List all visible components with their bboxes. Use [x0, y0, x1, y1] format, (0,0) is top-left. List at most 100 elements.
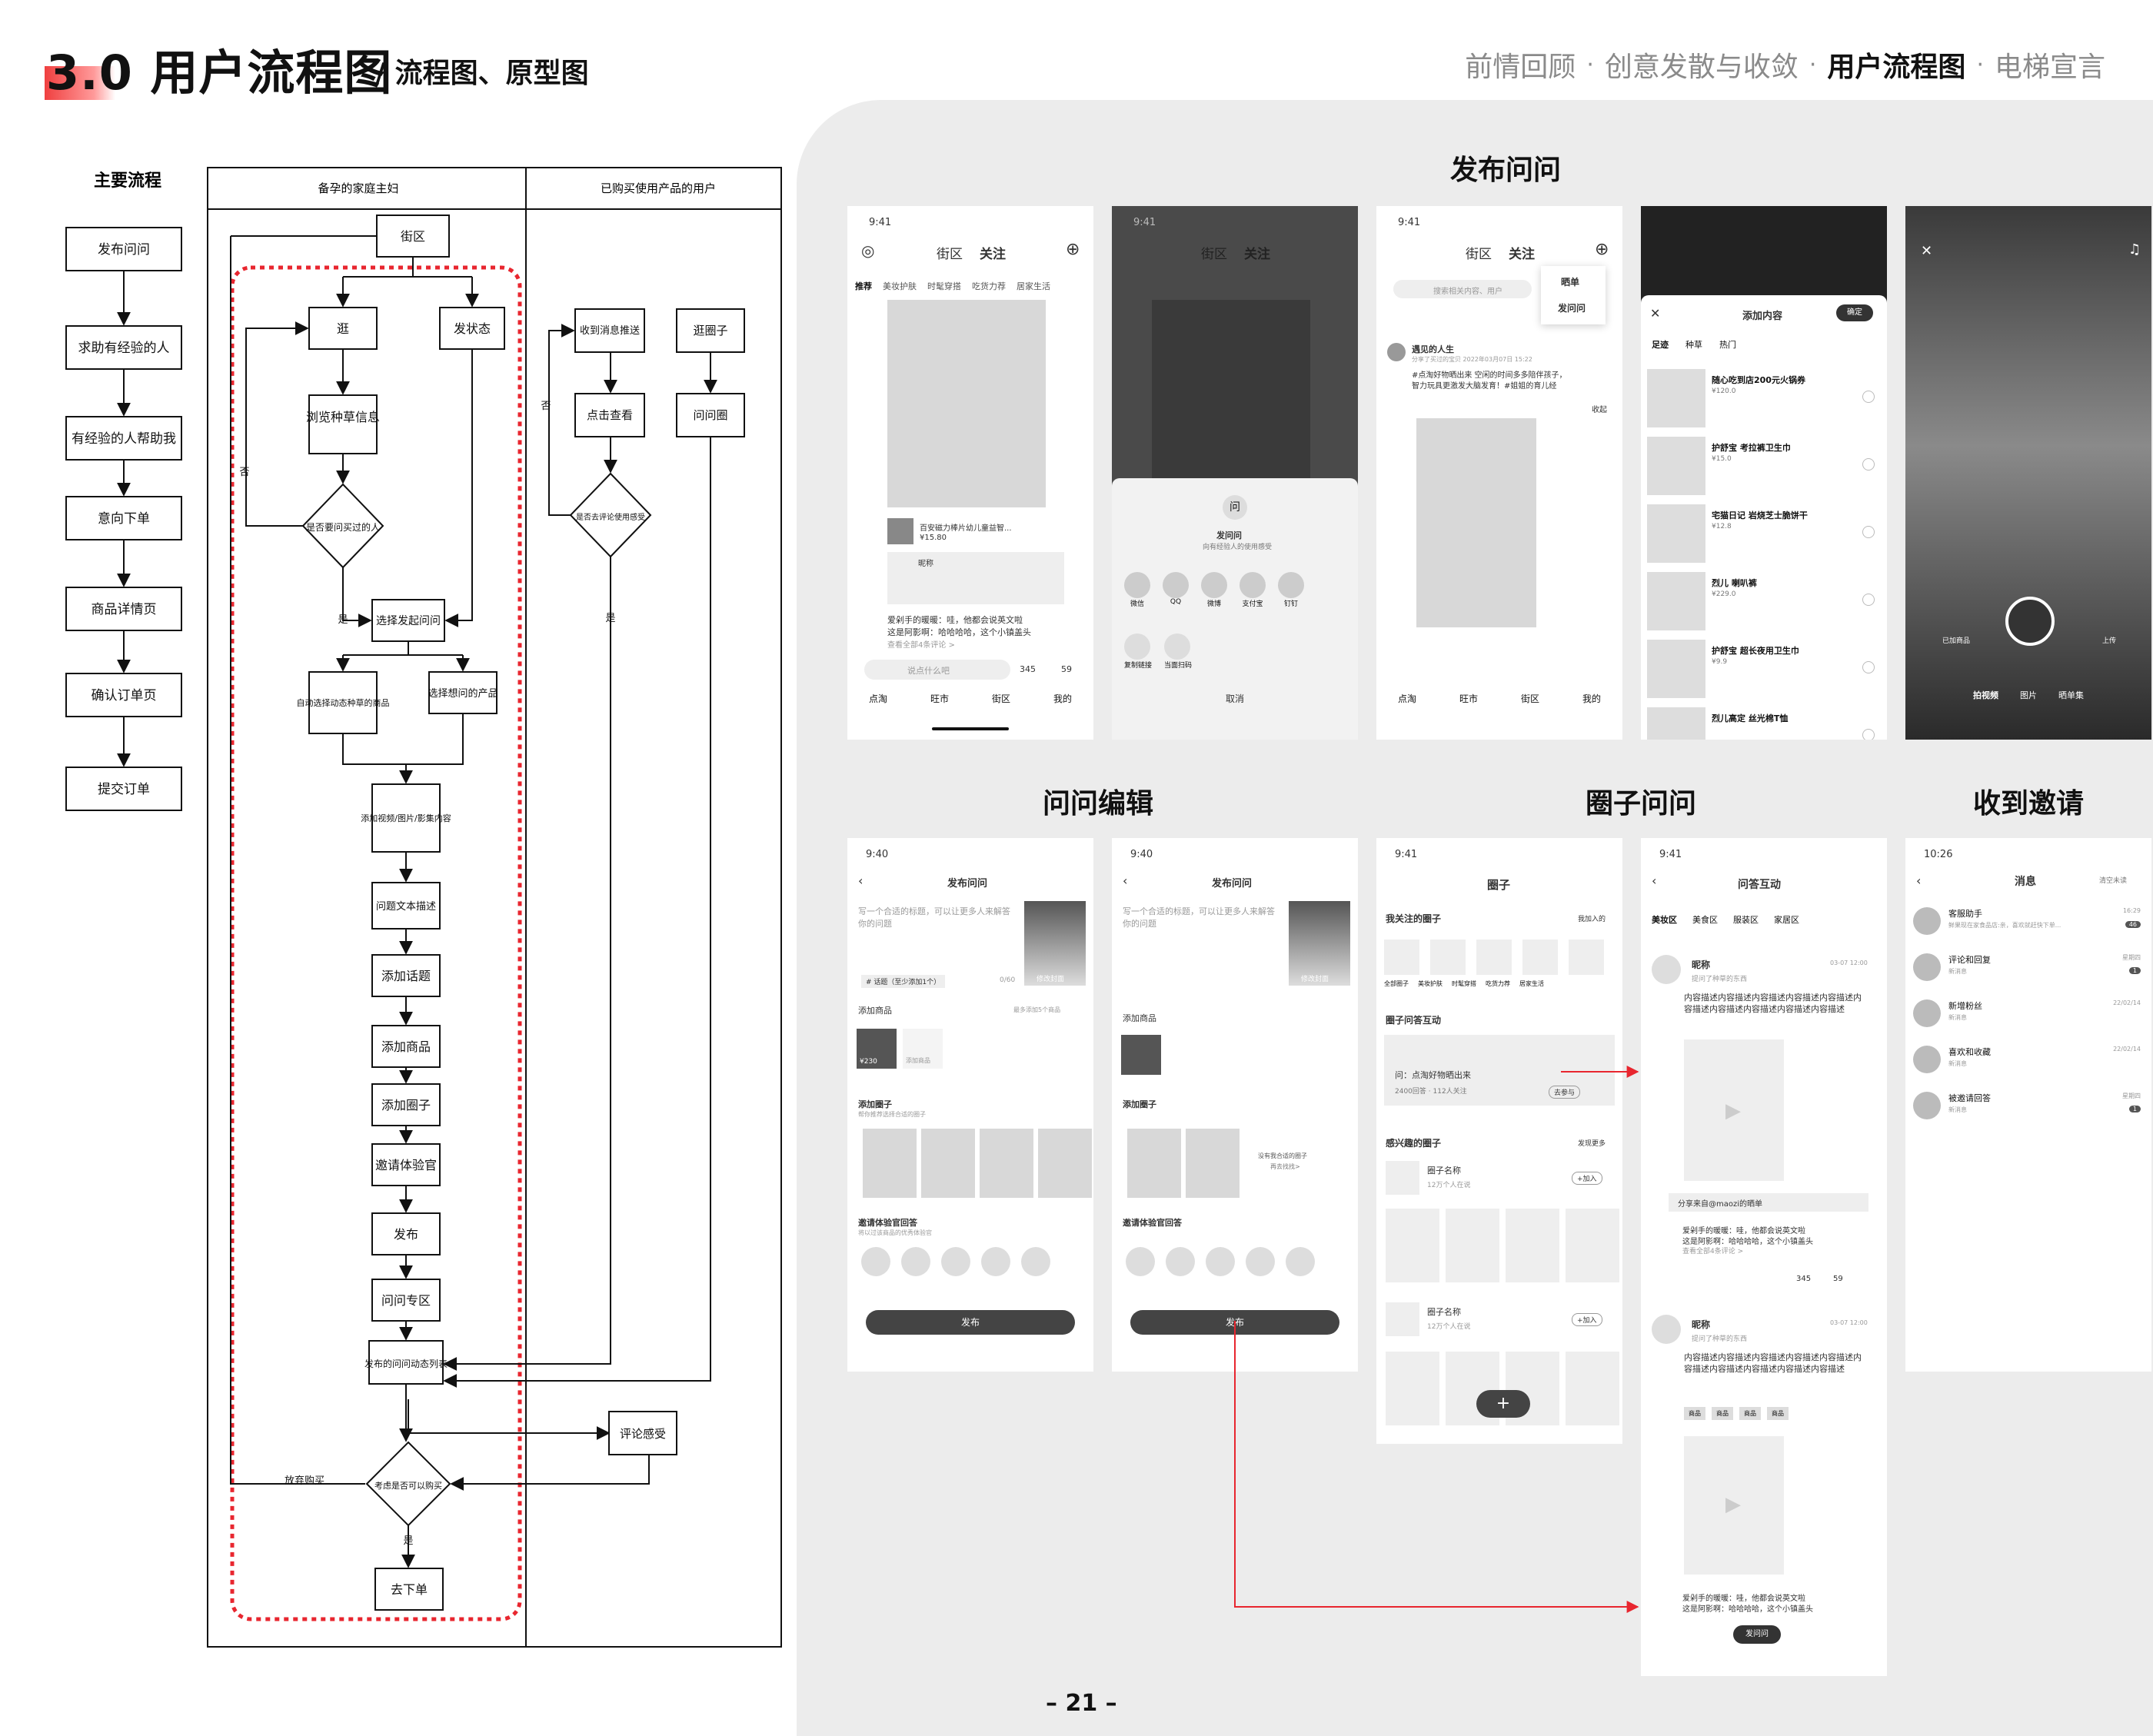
- play-icon[interactable]: ▶: [1725, 1493, 1741, 1516]
- avatar[interactable]: [1652, 955, 1681, 984]
- circle-card[interactable]: [1038, 1129, 1092, 1198]
- popup-fawenwen[interactable]: 发问问: [1558, 303, 1586, 314]
- close-icon[interactable]: ✕: [1921, 243, 1933, 259]
- avatar[interactable]: [1246, 1247, 1275, 1276]
- qa-tab[interactable]: 美妆区: [1652, 915, 1677, 925]
- circle-find-more[interactable]: 发现更多: [1578, 1140, 1606, 1148]
- share-weibo[interactable]: 微博: [1201, 572, 1227, 608]
- circle-join[interactable]: +加入: [1572, 1172, 1602, 1185]
- user-name[interactable]: 遇见的人生: [1412, 344, 1454, 354]
- avatar[interactable]: [941, 1247, 970, 1276]
- publish-button[interactable]: 发布: [866, 1310, 1075, 1335]
- circle-name[interactable]: 圈子名称: [1427, 1307, 1461, 1317]
- qa-tag[interactable]: 商品: [1684, 1407, 1705, 1420]
- circle-joined-link[interactable]: 我加入的: [1578, 916, 1606, 923]
- camera-tab-photo[interactable]: 图片: [2020, 690, 2037, 700]
- qa-nick[interactable]: 昵称: [1692, 959, 1711, 970]
- nav-diantao[interactable]: 点淘: [1397, 693, 1416, 704]
- category-tab[interactable]: 推荐: [855, 281, 872, 291]
- goods-thumb[interactable]: [857, 1029, 897, 1069]
- music-icon[interactable]: ♫: [2128, 241, 2141, 258]
- select-radio[interactable]: [1862, 391, 1875, 403]
- circle-card[interactable]: [921, 1129, 975, 1198]
- circle-join-button[interactable]: 去参与: [1549, 1086, 1581, 1099]
- add-tab[interactable]: 足迹: [1652, 340, 1669, 350]
- qa-tab[interactable]: 服装区: [1733, 915, 1759, 925]
- comment-input[interactable]: [864, 660, 1010, 680]
- ask-icon[interactable]: 问: [1223, 495, 1247, 520]
- avatar[interactable]: [1021, 1247, 1050, 1276]
- qa-tag[interactable]: 商品: [1712, 1407, 1733, 1420]
- select-radio[interactable]: [1862, 594, 1875, 606]
- nav-mine[interactable]: 我的: [1582, 693, 1601, 704]
- back-icon[interactable]: ‹: [1916, 873, 1922, 888]
- circle-icon[interactable]: [1522, 940, 1558, 975]
- category-tab[interactable]: 时髦穿搭: [927, 281, 961, 291]
- camera-tab-video[interactable]: 拍视频: [1973, 690, 1998, 700]
- circle-thumb[interactable]: [1386, 1209, 1439, 1282]
- camera-tab-collection[interactable]: 晒单集: [2058, 690, 2084, 700]
- back-icon[interactable]: ‹: [1123, 873, 1128, 888]
- circle-icon[interactable]: [1476, 940, 1512, 975]
- share-dingtalk[interactable]: 钉钉: [1278, 572, 1304, 608]
- avatar[interactable]: [1652, 1315, 1681, 1344]
- ask-button[interactable]: 发问问: [1733, 1625, 1781, 1644]
- circle-card[interactable]: [1186, 1129, 1240, 1198]
- nav-item-ideation[interactable]: 创意发散与收敛: [1604, 52, 1799, 83]
- copy-link-action[interactable]: 复制链接: [1124, 634, 1152, 670]
- qa-nick[interactable]: 昵称: [1692, 1319, 1711, 1330]
- post-image[interactable]: [1416, 418, 1536, 627]
- add-goods-button[interactable]: [903, 1029, 943, 1069]
- camera-upload[interactable]: 上传: [2102, 637, 2117, 645]
- avatar[interactable]: [1387, 343, 1406, 361]
- circle-icon[interactable]: [1569, 940, 1604, 975]
- qrcode-action[interactable]: 当面扫码: [1164, 634, 1192, 670]
- add-item[interactable]: 烈儿高定 丝光棉T恤: [1647, 707, 1881, 740]
- search-input[interactable]: [1393, 280, 1532, 298]
- circle-cat[interactable]: 吃货力荐: [1486, 980, 1510, 987]
- back-icon[interactable]: ‹: [1652, 873, 1657, 888]
- shutter-button[interactable]: [2005, 597, 2055, 646]
- share-qq[interactable]: QQ: [1163, 572, 1189, 608]
- post-more[interactable]: 查看全部4条评论 >: [887, 641, 955, 650]
- msg-clear[interactable]: 清空未读: [2099, 877, 2128, 885]
- find-more-link[interactable]: 再去找找>: [1270, 1163, 1300, 1170]
- circle-thumb[interactable]: [1446, 1209, 1499, 1282]
- add-circle-fab[interactable]: +: [1476, 1390, 1530, 1418]
- tab-street[interactable]: 街区: [1466, 247, 1492, 262]
- cover-image[interactable]: [1289, 901, 1350, 986]
- circle-cat[interactable]: 居家生活: [1519, 980, 1544, 987]
- nav-wangshi[interactable]: 旺市: [930, 693, 949, 704]
- add-item[interactable]: 宅猫日记 岩烧芝士脆饼干¥12.8: [1647, 504, 1881, 566]
- avatar[interactable]: [1166, 1247, 1195, 1276]
- select-radio[interactable]: [1862, 661, 1875, 673]
- circle-name[interactable]: 圈子名称: [1427, 1166, 1461, 1176]
- qa-tab[interactable]: 美食区: [1692, 915, 1718, 925]
- confirm-button[interactable]: 确定: [1836, 304, 1873, 321]
- nav-item-elevator[interactable]: 电梯宣言: [1994, 52, 2105, 83]
- nav-item-userflow[interactable]: 用户流程图: [1827, 52, 1966, 83]
- nav-jiequ[interactable]: 街区: [1520, 693, 1539, 704]
- product-name[interactable]: 百安磁力棒片幼儿童益智...: [920, 524, 1012, 533]
- nav-item-recap[interactable]: 前情回顾: [1465, 52, 1576, 83]
- share-alipay[interactable]: 支付宝: [1240, 572, 1266, 608]
- circle-thumb[interactable]: [1506, 1209, 1559, 1282]
- add-tab[interactable]: 种草: [1685, 340, 1702, 350]
- qa-more[interactable]: 查看全部4条评论 >: [1682, 1248, 1744, 1255]
- circle-card[interactable]: [863, 1129, 917, 1198]
- avatar[interactable]: [1206, 1247, 1235, 1276]
- select-radio[interactable]: [1862, 526, 1875, 538]
- category-tab[interactable]: 居家生活: [1017, 281, 1050, 291]
- qa-tab[interactable]: 家居区: [1774, 915, 1799, 925]
- circle-thumb[interactable]: [1566, 1352, 1619, 1425]
- tab-follow[interactable]: 关注: [980, 247, 1006, 262]
- select-radio[interactable]: [1862, 729, 1875, 740]
- circle-card[interactable]: [980, 1129, 1033, 1198]
- nav-diantao[interactable]: 点淘: [868, 693, 887, 704]
- feed-image[interactable]: [887, 300, 1046, 507]
- add-item[interactable]: 烈儿 喇叭裤¥229.0: [1647, 572, 1881, 634]
- qa-video[interactable]: [1684, 1436, 1784, 1575]
